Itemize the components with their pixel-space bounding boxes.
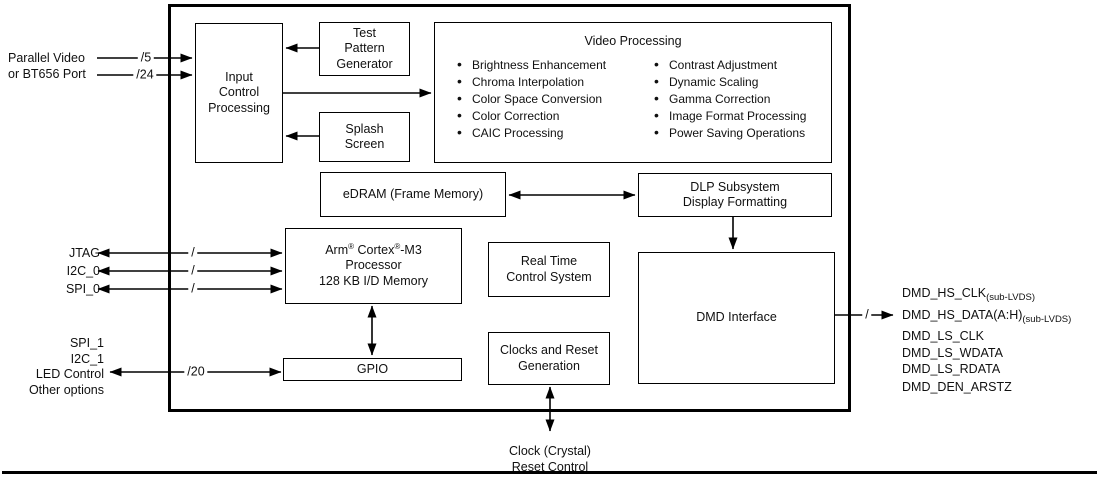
block-label-line: eDRAM (Frame Memory)	[342, 186, 484, 201]
block-label-line: Pattern	[344, 41, 385, 56]
block-input-control-processing: Input Control Processing	[195, 23, 283, 163]
signal-label: Reset Control	[511, 459, 589, 474]
block-label-line: Input	[225, 69, 253, 84]
block-edram-frame-memory: eDRAM (Frame Memory)	[320, 172, 506, 217]
block-label-line: Test	[353, 25, 376, 40]
video-processing-feature-list-left: Brightness Enhancement Chroma Interpolat…	[454, 56, 651, 142]
block-video-processing: Video Processing Brightness Enhancement …	[434, 22, 832, 163]
feature-item: Contrast Adjustment	[651, 56, 831, 74]
label-gpio-port-options: SPI_1 I2C_1 LED Control Other options	[8, 336, 104, 398]
label-host-ports: JTAG I2C_0 SPI_0	[8, 244, 100, 298]
block-arm-cortex-m3-processor: Arm® Cortex®-M3 Processor 128 KB I/D Mem…	[285, 228, 462, 304]
label-dmd-ls-wdata: DMD_LS_WDATA	[902, 346, 1003, 360]
bus-width-tick: /20	[184, 365, 208, 379]
block-dlp-subsystem-display-formatting: DLP Subsystem Display Formatting	[638, 173, 832, 217]
label-dmd-ls-clk: DMD_LS_CLK	[902, 329, 984, 343]
registered-trademark-symbol: ®	[394, 241, 401, 251]
block-real-time-control-system: Real Time Control System	[488, 242, 610, 297]
block-splash-screen: Splash Screen	[319, 112, 410, 162]
sub-lvds-note: (sub-LVDS)	[1022, 314, 1072, 325]
video-processing-title: Video Processing	[584, 34, 682, 48]
block-label-line: Real Time	[520, 254, 578, 268]
block-label-line: Generator	[336, 56, 393, 71]
bus-slash-tick: /	[188, 282, 198, 296]
block-label-line: Screen	[344, 137, 385, 151]
label-clock-reset-control: Clock (Crystal) Reset Control	[488, 444, 612, 475]
label-dmd-hs-data: DMD_HS_DATA(A:H)(sub-LVDS)	[902, 308, 1072, 325]
block-label-line: GPIO	[356, 361, 389, 376]
signal-label: Parallel Video	[8, 51, 85, 65]
block-label-line: Generation	[518, 358, 580, 373]
feature-item: Power Saving Operations	[651, 124, 831, 142]
label-dmd-den-arstz: DMD_DEN_ARSTZ	[902, 380, 1012, 394]
bus-slash-tick: /	[188, 264, 198, 278]
video-processing-feature-columns: Brightness Enhancement Chroma Interpolat…	[435, 56, 831, 142]
block-label-line: Splash	[345, 121, 384, 136]
signal-label: Other options	[28, 382, 104, 397]
bus-slash-tick: /	[188, 246, 198, 260]
block-label-line: Display Formatting	[682, 195, 788, 209]
feature-item: Image Format Processing	[651, 107, 831, 125]
signal-label: I2C_0	[66, 264, 100, 278]
signal-label: Clock (Crystal)	[509, 444, 591, 458]
block-label-line: Control	[218, 85, 260, 100]
feature-item: Color Correction	[454, 107, 651, 125]
block-test-pattern-generator: Test Pattern Generator	[319, 22, 410, 76]
feature-item: Gamma Correction	[651, 90, 831, 108]
feature-item: Color Space Conversion	[454, 90, 651, 108]
video-processing-feature-list-right: Contrast Adjustment Dynamic Scaling Gamm…	[651, 56, 831, 142]
signal-label: or BT656 Port	[8, 67, 86, 81]
block-label-line: 128 KB I/D Memory	[318, 273, 429, 288]
bus-width-tick: /5	[137, 51, 155, 65]
signal-label: I2C_1	[70, 351, 104, 366]
bus-width-tick: /24	[133, 68, 157, 82]
bus-slash-tick: /	[862, 308, 872, 322]
label-dmd-ls-rdata: DMD_LS_RDATA	[902, 362, 1001, 376]
feature-item: Dynamic Scaling	[651, 73, 831, 91]
block-label-line: Processor	[345, 258, 402, 273]
block-label-line: Clocks and Reset	[500, 343, 598, 357]
block-dmd-interface: DMD Interface	[638, 252, 835, 384]
arm-core-name: Arm® Cortex®-M3	[325, 241, 422, 257]
block-label-line: DMD Interface	[696, 310, 777, 325]
feature-item: Brightness Enhancement	[454, 56, 651, 74]
label-parallel-video-input: Parallel Video or BT656 Port	[8, 50, 86, 82]
signal-label: LED Control	[35, 367, 104, 381]
block-gpio: GPIO	[283, 358, 462, 381]
feature-item: CAIC Processing	[454, 124, 651, 142]
page-divider-rule	[2, 471, 1097, 474]
block-label-line: DLP Subsystem	[690, 179, 780, 194]
signal-label: SPI_1	[69, 336, 104, 350]
registered-trademark-symbol: ®	[348, 241, 355, 251]
signal-label: JTAG	[68, 246, 100, 260]
block-clocks-and-reset-generation: Clocks and Reset Generation	[488, 332, 610, 385]
block-label-line: Processing	[208, 100, 270, 115]
label-dmd-hs-clk: DMD_HS_CLK(sub-LVDS)	[902, 286, 1035, 303]
sub-lvds-note: (sub-LVDS)	[986, 292, 1035, 303]
feature-item: Chroma Interpolation	[454, 73, 651, 91]
block-label-line: Control System	[506, 269, 592, 284]
signal-label: SPI_0	[65, 282, 100, 296]
